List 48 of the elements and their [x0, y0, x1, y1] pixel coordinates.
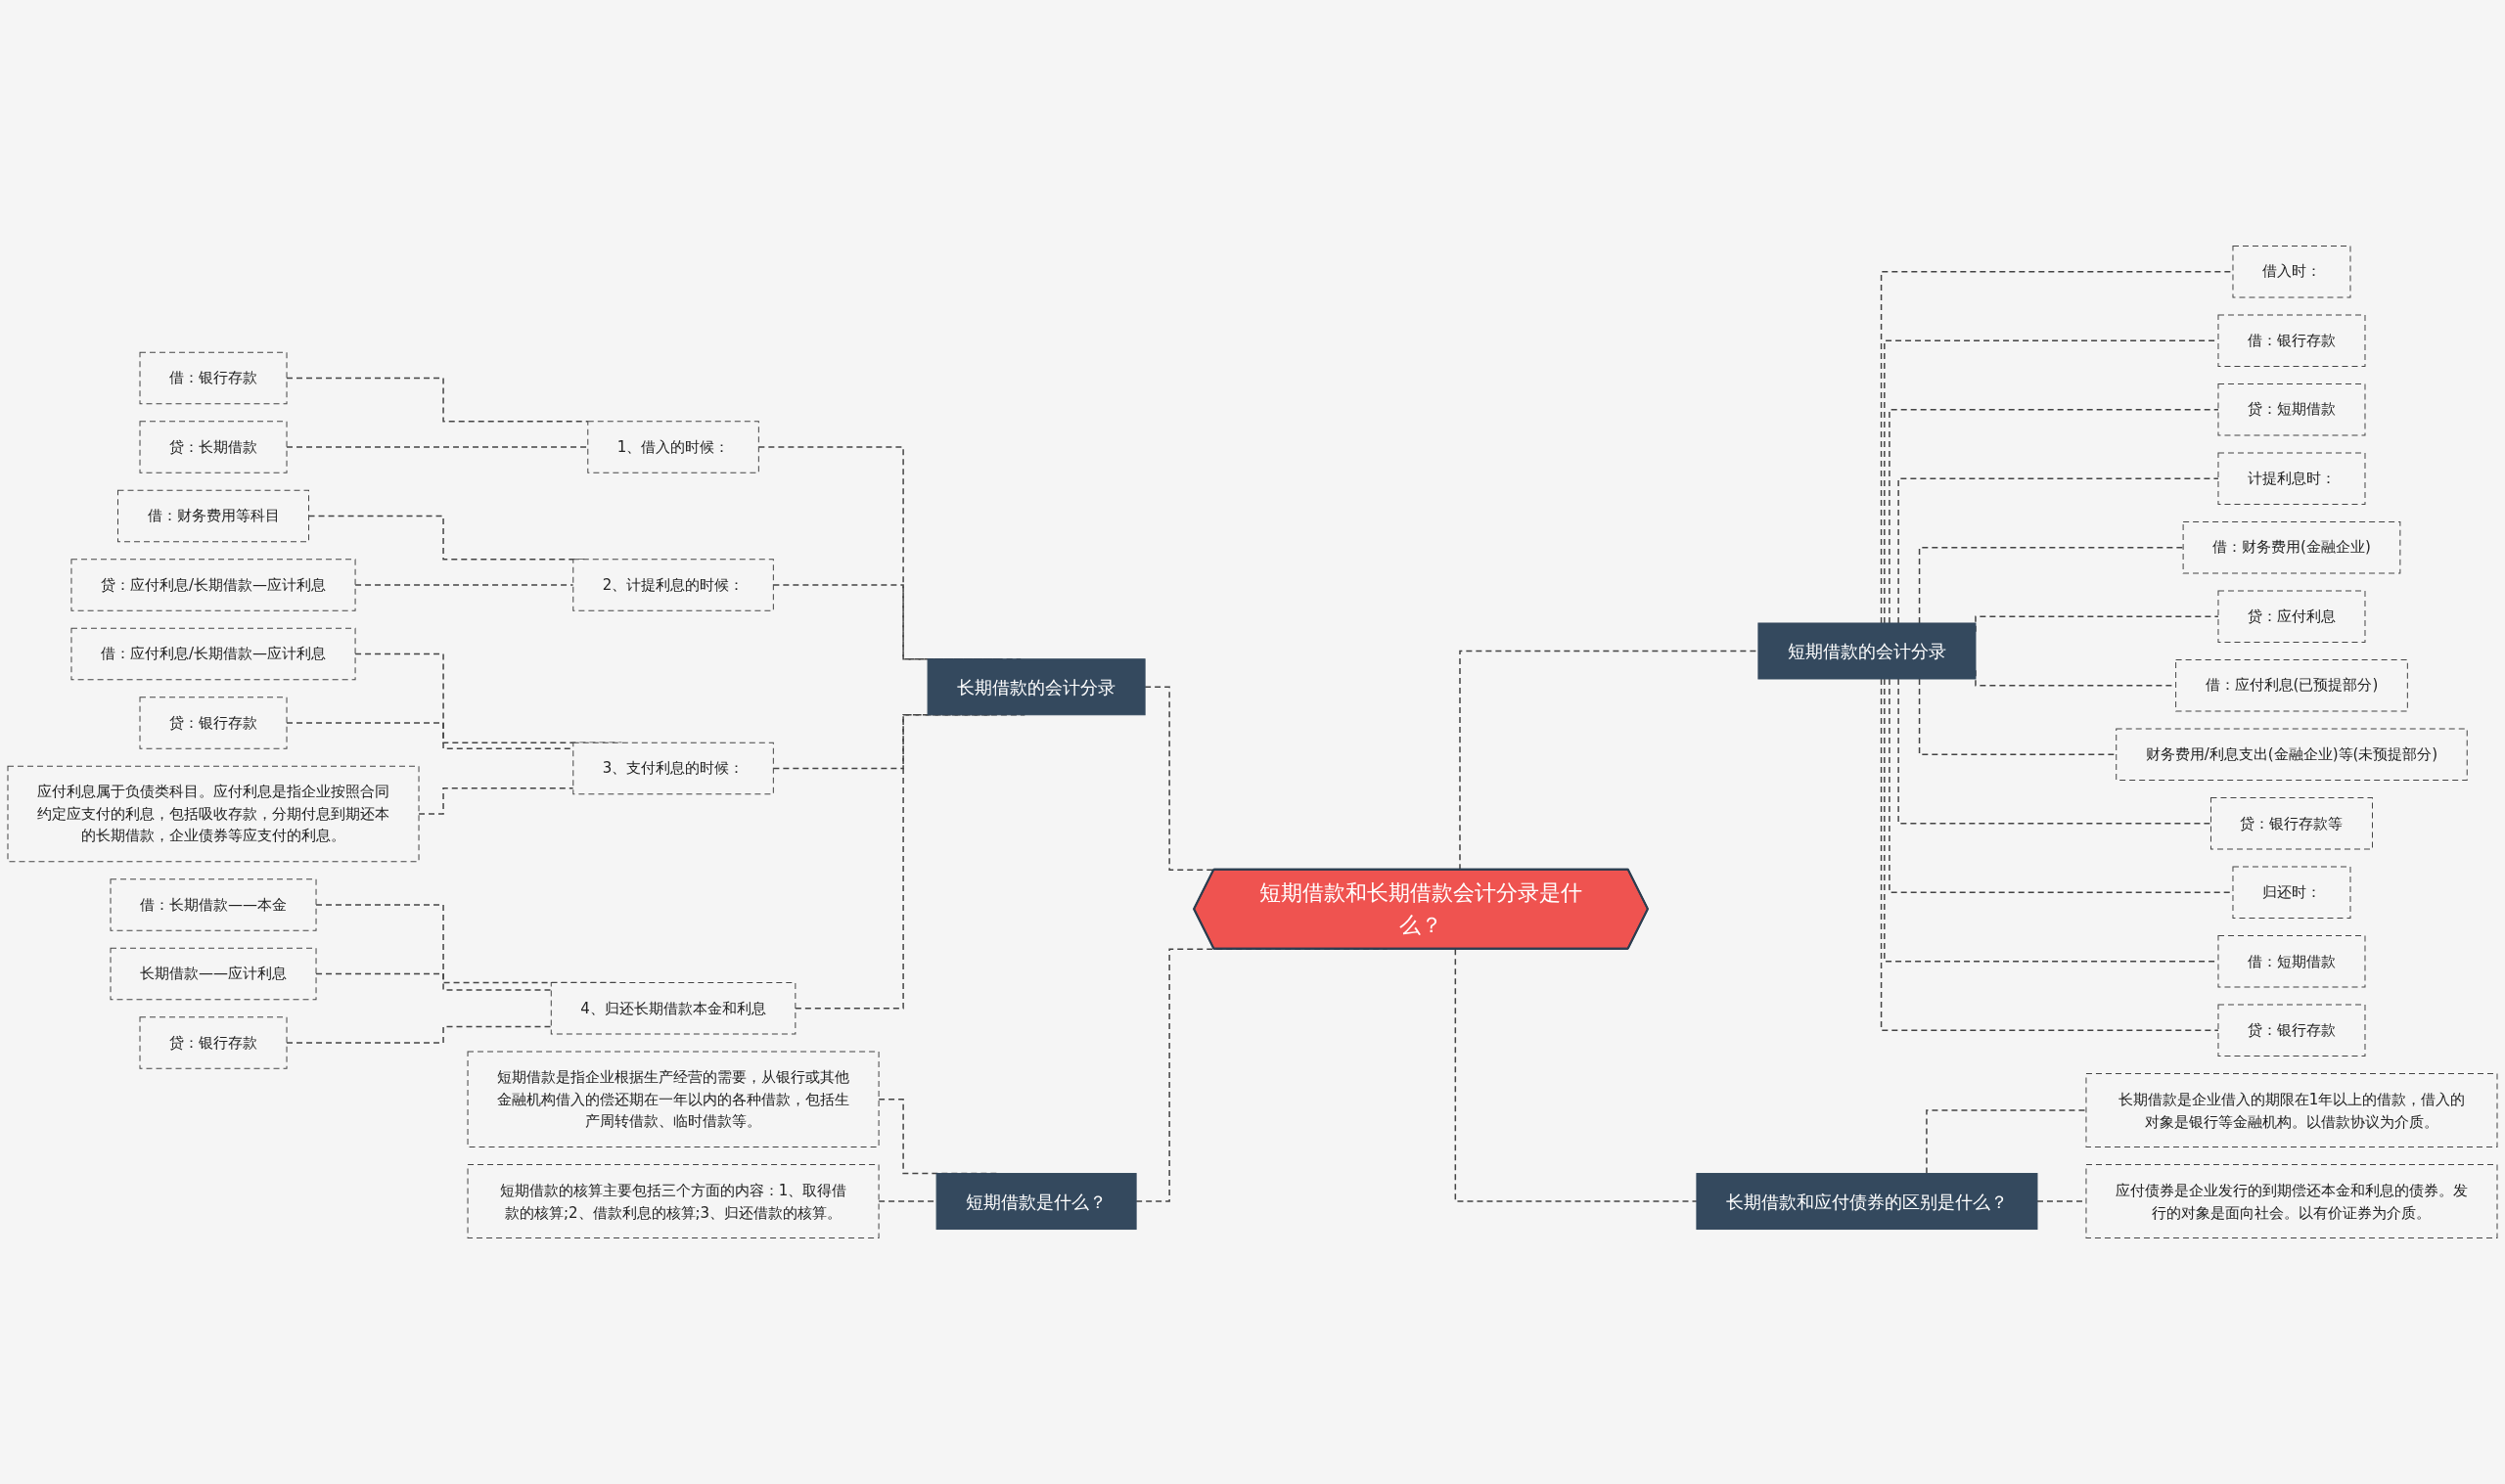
connector [418, 787, 574, 815]
node-box: 借：长期借款——本金 [110, 878, 317, 931]
connector [1880, 678, 2219, 1032]
node-box: 4、归还长期借款本金和利息 [550, 982, 797, 1035]
node-box: 短期借款是指企业根据生产经营的需要，从银行或其他金融机构借入的偿还期在一年以内的各种借款，包括生产周转借款、临时借款等。 [467, 1051, 880, 1148]
node-box: 贷：银行存款 [139, 697, 288, 749]
connector [1897, 477, 2219, 624]
connector [286, 446, 589, 448]
connector [286, 377, 589, 423]
connector [315, 972, 553, 991]
connector [1918, 547, 2184, 624]
node-box: 贷：银行存款 [2217, 1004, 2366, 1057]
node-box: 长期借款和应付债券的区别是什么？ [1696, 1173, 2038, 1231]
node-box: 应付利息属于负债类科目。应付利息是指企业按照合同约定应支付的利息，包括吸收存款，分期付息到期还本的长期借款，企业债券等应支付的利息。 [7, 765, 420, 863]
node-box: 贷：应付利息 [2217, 590, 2366, 643]
node-box: 1、借入的时候： [587, 421, 759, 473]
node-box: 长期借款——应计利息 [110, 947, 317, 1001]
node-box: 借入时： [2232, 245, 2351, 298]
node-box: 借：短期借款 [2217, 935, 2366, 988]
node-box: 财务费用/利息支出(金融企业)等(未预提部分) [2116, 728, 2468, 781]
node-box: 长期借款的会计分录 [927, 658, 1146, 716]
node-box: 借：银行存款 [139, 351, 288, 405]
node-box: 借：财务费用(金融企业) [2182, 521, 2401, 574]
connector [1884, 339, 2219, 624]
connector [1889, 408, 2219, 624]
node-box: 短期借款的会计分录 [1757, 622, 1977, 680]
node-box: 计提利息时： [2217, 452, 2366, 505]
node-box: 借：应付利息/长期借款—应计利息 [70, 627, 356, 681]
node-box: 短期借款的核算主要包括三个方面的内容：1、取得借款的核算;2、借款利息的核算;3、归还借款的核算。 [467, 1164, 880, 1239]
node-box: 借：应付利息(已预提部分) [2175, 659, 2408, 712]
connector [286, 1025, 553, 1044]
node-box: 短期借款是什么？ [935, 1173, 1137, 1231]
node-box: 借：财务费用等科目 [117, 489, 310, 543]
node-box: 贷：短期借款 [2217, 382, 2366, 436]
connector [1454, 948, 1698, 1202]
node-box: 应付债券是企业发行的到期偿还本金和利息的债券。发行的对象是面向社会。以有价证券为介质。 [2085, 1164, 2498, 1239]
node-box: 贷：银行存款等 [2209, 797, 2373, 850]
node-box: 长期借款是企业借入的期限在1年以上的借款，借入的对象是银行等金融机构。以借款协议为介质。 [2085, 1073, 2498, 1148]
connector [1926, 1109, 2087, 1175]
node-box: 贷：应付利息/长期借款—应计利息 [70, 559, 356, 611]
node-box: 贷：银行存款 [139, 1016, 288, 1069]
connector [1897, 678, 2212, 825]
node-box: 归还时： [2232, 866, 2351, 919]
node-box: 贷：长期借款 [139, 421, 288, 473]
node-box: 3、支付利息的时候： [572, 742, 774, 795]
node-box: 2、计提利息的时候： [572, 559, 774, 611]
connector [354, 584, 574, 586]
node-box: 借：银行存款 [2217, 314, 2366, 367]
